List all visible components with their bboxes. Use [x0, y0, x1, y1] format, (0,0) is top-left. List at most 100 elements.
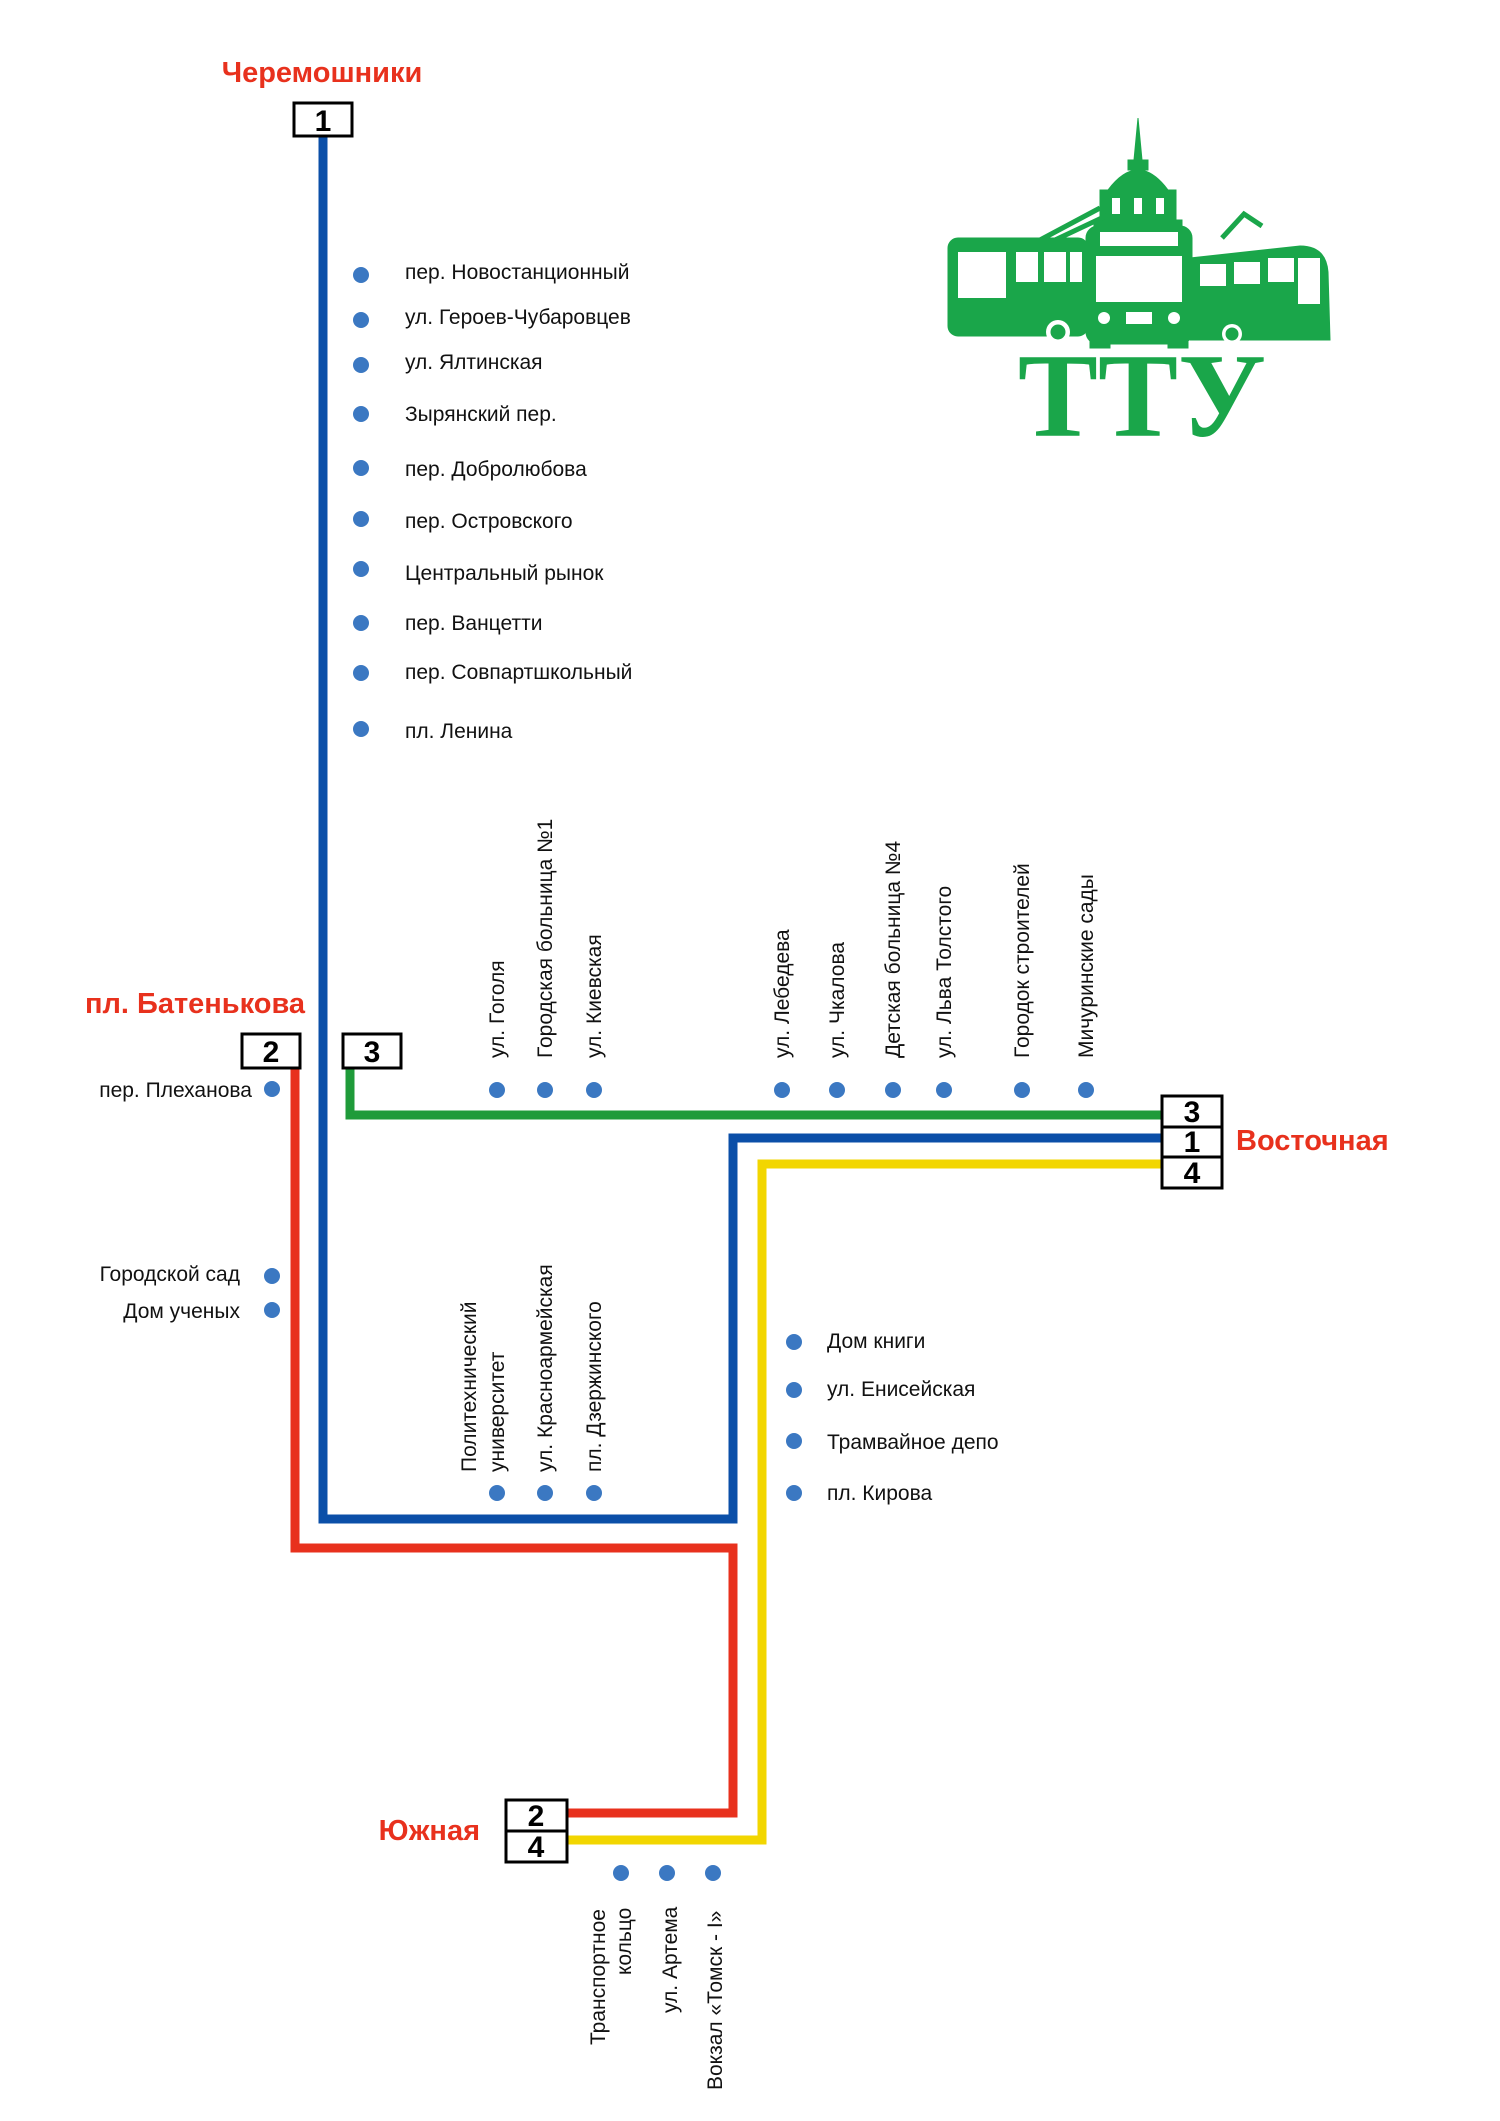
stop-dot	[489, 1485, 505, 1501]
route-3-line	[345, 1068, 1162, 1120]
stop-label: пл. Кирова	[827, 1482, 933, 1505]
route-number: 4	[528, 1831, 545, 1864]
stop-label: ул. Енисейская	[827, 1378, 975, 1401]
stop-dot	[353, 721, 369, 737]
stop-label: ул. Киевская	[583, 934, 606, 1058]
stop-label: Городской сад	[100, 1263, 240, 1286]
trolleybus-icon	[947, 205, 1110, 344]
stop-group-route3: ул. Гоголя Городская больница №1 ул. Кие…	[486, 819, 1098, 1098]
stop-label: ул. Артема	[659, 1906, 682, 2013]
stop-label: Дом ученых	[123, 1300, 240, 1323]
route-number: 2	[528, 1800, 545, 1833]
stop-label: Дом книги	[827, 1330, 925, 1353]
stop-label: университет	[486, 1351, 509, 1472]
route-box-2-batenkova: 2	[240, 1032, 302, 1070]
route-1-line	[318, 137, 1162, 1524]
stop-label: пер. Новостанционный	[405, 261, 629, 284]
stop-dot	[537, 1082, 553, 1098]
stop-dot	[537, 1485, 553, 1501]
route-number: 1	[1184, 1126, 1201, 1159]
stop-dot	[613, 1865, 629, 1881]
stop-dot	[774, 1082, 790, 1098]
stop-label: пл. Ленина	[405, 720, 513, 743]
stop-label: Трамвайное депо	[827, 1431, 999, 1454]
stop-dot	[786, 1485, 802, 1501]
stop-dot	[786, 1334, 802, 1350]
stop-label: пл. Дзержинского	[583, 1301, 606, 1472]
stop-dot	[1014, 1082, 1030, 1098]
route-box-stack-yuzhnaya: 2 4	[504, 1798, 569, 1864]
stop-dot	[353, 357, 369, 373]
stop-dot	[936, 1082, 952, 1098]
stop-dot	[586, 1485, 602, 1501]
stop-label: ул. Лебедева	[771, 929, 794, 1058]
stop-label: ул. Героев-Чубаровцев	[405, 306, 631, 329]
stop-dot	[885, 1082, 901, 1098]
stop-label: Политехнический	[458, 1302, 481, 1473]
tram-icon	[1189, 210, 1331, 344]
stop-label: пер. Совпартшкольный	[405, 661, 632, 684]
stop-label: ул. Льва Толстого	[933, 886, 956, 1058]
stop-dot	[353, 406, 369, 422]
stop-label: ул. Гоголя	[486, 960, 509, 1058]
terminal-vostochnaya: Восточная	[1236, 1125, 1389, 1157]
stop-label: Городок строителей	[1011, 863, 1034, 1058]
logo-text: ТТУ	[1018, 329, 1266, 462]
stop-dot	[264, 1081, 280, 1097]
stop-dot	[786, 1382, 802, 1398]
stop-group-route1-vertical: пер. Новостанционный ул. Героев-Чубаровц…	[353, 261, 632, 743]
stop-label: Центральный рынок	[405, 562, 604, 585]
bus-icon	[1085, 225, 1193, 349]
stop-label: Вокзал «Томск - I»	[704, 1911, 727, 2090]
stop-dot	[786, 1433, 802, 1449]
stop-label: Детская больница №4	[882, 841, 905, 1058]
stop-dot	[264, 1268, 280, 1284]
stop-dot	[1078, 1082, 1094, 1098]
stop-label: Транспортное	[587, 1909, 610, 2045]
stop-label: пер. Островского	[405, 510, 573, 533]
stop-dot	[353, 511, 369, 527]
stop-label: пер. Добролюбова	[405, 458, 587, 481]
stop-dot	[489, 1082, 505, 1098]
route-box-1-cheremoshniki: 1	[292, 101, 354, 138]
stop-label: ул. Красноармейская	[534, 1264, 557, 1472]
stop-label: ул. Чкалова	[826, 942, 849, 1058]
stop-group-route1-bottom: Политехнический университет ул. Красноар…	[458, 1264, 606, 1501]
stop-dot	[829, 1082, 845, 1098]
route-number: 1	[315, 105, 332, 138]
ttu-logo: ТТУ	[947, 117, 1331, 462]
terminal-batenkova: пл. Батенькова	[85, 988, 306, 1020]
stop-dot	[353, 460, 369, 476]
stop-label: Городская больница №1	[534, 819, 557, 1058]
stop-dot	[353, 267, 369, 283]
stop-dot	[353, 561, 369, 577]
stop-dot	[353, 665, 369, 681]
terminal-cheremoshniki: Черемошники	[222, 57, 423, 89]
stop-label: пер. Плеханова	[99, 1079, 252, 1102]
stop-label: ул. Ялтинская	[405, 351, 543, 374]
stop-label: Зырянский пер.	[405, 403, 557, 426]
stop-label: Мичуринские сады	[1075, 874, 1098, 1058]
church-tower-icon	[1093, 117, 1183, 227]
route-number: 2	[263, 1036, 280, 1069]
route-2-line	[290, 1058, 738, 1818]
stop-label: пер. Ванцетти	[405, 612, 542, 635]
stop-group-route4-right: Дом книги ул. Енисейская Трамвайное депо…	[786, 1330, 999, 1505]
route-number: 3	[364, 1036, 381, 1069]
terminal-yuzhnaya: Южная	[379, 1815, 480, 1847]
route-4-line	[567, 1159, 1162, 1845]
stop-dot	[586, 1082, 602, 1098]
route-box-3-start: 3	[341, 1032, 403, 1070]
route-box-stack-vostochnaya: 3 1 4	[1160, 1094, 1224, 1190]
stop-dot	[353, 615, 369, 631]
route-number: 4	[1184, 1157, 1201, 1190]
stop-dot	[659, 1865, 675, 1881]
stop-label: кольцо	[613, 1908, 636, 1975]
stop-dot	[705, 1865, 721, 1881]
route-number: 3	[1184, 1096, 1201, 1129]
stop-group-route4-bottom: Транспортное кольцо ул. Артема Вокзал «Т…	[587, 1865, 727, 2090]
stop-dot	[264, 1302, 280, 1318]
stop-dot	[353, 312, 369, 328]
stop-group-route2-left: пер. Плеханова Городской сад Дом ученых	[99, 1079, 280, 1323]
